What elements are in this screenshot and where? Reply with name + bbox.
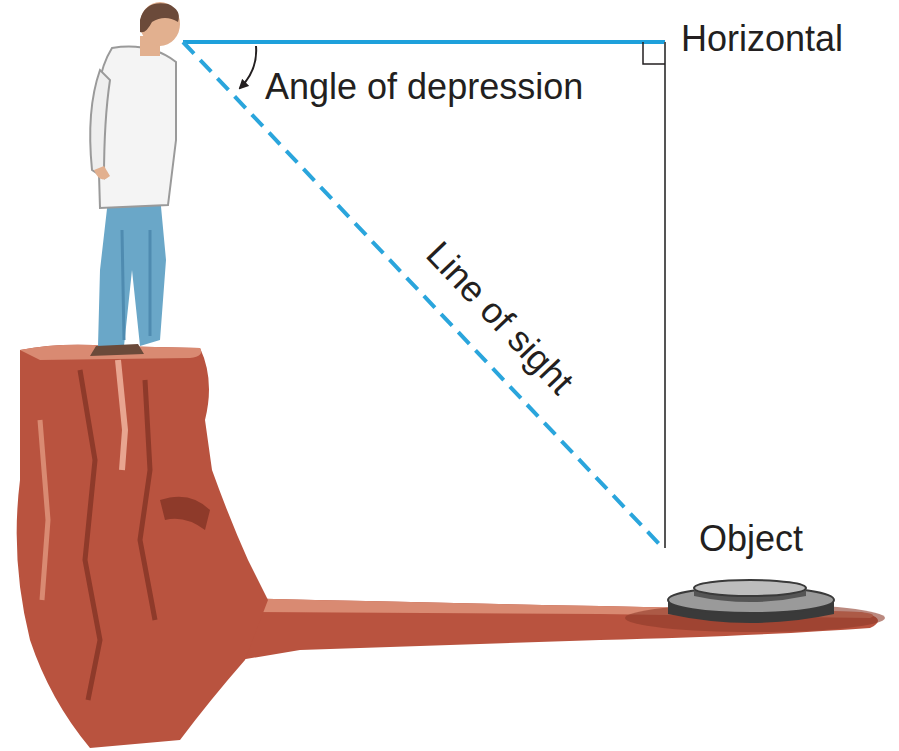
right-angle-mark [643,42,665,64]
line-of-sight [183,42,663,548]
object-label: Object [696,518,806,559]
horizontal-line [183,40,665,44]
cliff [17,345,268,748]
axis-label: Horizontal [678,18,846,59]
angle-arrow [240,46,256,88]
angle-label: Angle of depression [262,66,586,107]
vertical-line [664,42,666,548]
man-figure [90,2,180,356]
object-disc [625,580,885,632]
